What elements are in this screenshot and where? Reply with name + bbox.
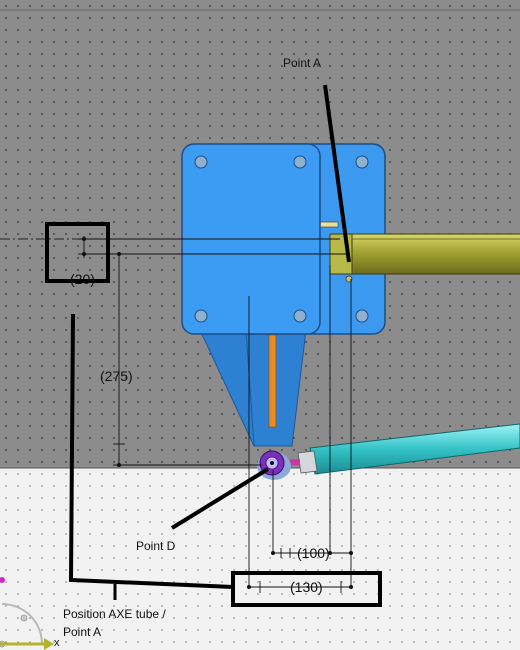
triad-x-axis-label: x: [54, 637, 60, 649]
plate-slot: [319, 221, 339, 228]
dimension-130[interactable]: (130): [290, 579, 323, 595]
position-note-line2: Point A: [63, 625, 102, 639]
position-note-line1: Position AXE tube /: [63, 607, 166, 621]
front-plate-hole: [194, 155, 208, 169]
axe-tube[interactable]: [329, 233, 520, 275]
orange-rod[interactable]: [268, 334, 277, 428]
highlight-box-20: [45, 222, 110, 283]
bracket-edge: [245, 329, 255, 447]
actuator-rod-end: [297, 450, 318, 474]
orientation-triad[interactable]: [0, 577, 54, 650]
connector-leader: [68, 313, 234, 589]
dimension-20[interactable]: (20): [70, 271, 95, 287]
back-plate-hole: [355, 309, 369, 323]
front-plate-hole: [293, 309, 307, 323]
joint-d-center: [270, 461, 274, 465]
front-plate-hole: [293, 155, 307, 169]
dimension-dots: [82, 237, 353, 589]
highlight-box-130: [231, 571, 382, 607]
front-plate-hole: [194, 309, 208, 323]
background-light: [0, 468, 520, 650]
point-a-leader: [323, 84, 351, 263]
point-d-leader: [170, 467, 270, 530]
point-d-label: Point D: [136, 539, 176, 553]
dimension-lines: [78, 236, 352, 593]
back-plate-hole: [355, 155, 369, 169]
point-a-marker: [345, 275, 353, 283]
point-a-label: Point A: [283, 56, 322, 70]
dimension-275[interactable]: (275): [100, 368, 133, 384]
dimension-100[interactable]: (100): [297, 545, 330, 561]
